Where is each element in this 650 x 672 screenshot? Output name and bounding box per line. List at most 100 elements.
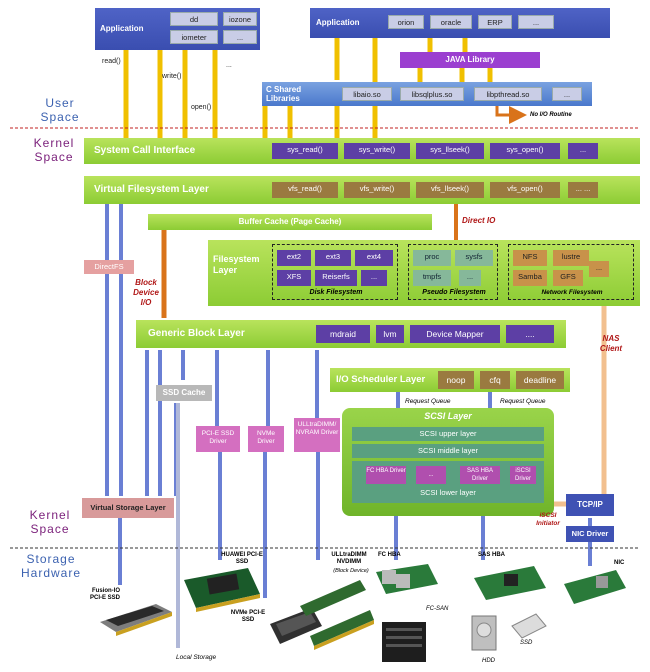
block-more: .... [506, 325, 554, 343]
fc-san-storage-image [382, 622, 426, 662]
scsi-middle-layer: SCSI middle layer [352, 444, 544, 458]
fc-hba-driver: FC HBA Driver [366, 466, 406, 484]
fs-pseudo-more: ... [459, 270, 481, 286]
iscsi-initiator-label: iSCSI Initiator [536, 512, 560, 527]
app-item-iozone: iozone [223, 12, 257, 26]
pcie-ssd-driver: PCI-E SSD Driver [196, 426, 240, 452]
disk-filesystem-group: ext2 ext3 ext4 XFS Reiserfs ... Disk Fil… [272, 244, 398, 300]
user-space-label: User Space [40, 96, 80, 124]
huawei-card-image [184, 568, 260, 612]
network-filesystem-group: NFS lustre Samba GFS ... Network Filesys… [508, 244, 634, 300]
lib-libpthread: libpthread.so [474, 87, 542, 101]
scsi-title: SCSI Layer [424, 411, 472, 421]
fusion-io-label: Fusion-IO PCI-E SSD [89, 588, 120, 601]
nic-label: NIC [614, 560, 625, 566]
virtual-storage-layer: Virtual Storage Layer [82, 498, 174, 518]
block-device-label: (Block Device) [333, 568, 369, 574]
io-scheduler-layer: I/O Scheduler Layer noop cfq deadline [330, 368, 570, 392]
vfs-open: vfs_open() [490, 182, 560, 198]
ulltradimm-image [300, 580, 374, 650]
system-call-interface: System Call Interface sys_read() sys_wri… [84, 138, 640, 164]
ssd-image [511, 613, 547, 639]
filesystem-title: Filesystem Layer [213, 254, 260, 275]
sys-write: sys_write() [344, 143, 410, 159]
scsi-lower-title: SCSI lower layer [420, 488, 476, 497]
c-shared-title: C Shared Libraries [266, 85, 302, 103]
huawei-label: HUAWEI PCI-E SSD [221, 552, 263, 565]
fs-ext4: ext4 [355, 250, 393, 266]
ulltradimm-driver: ULLtraDIMM/ NVRAM Driver [294, 418, 340, 452]
write-call-label: write() [162, 73, 182, 80]
sys-open: sys_open() [490, 143, 560, 159]
sas-hba-image [474, 566, 546, 600]
fs-proc: proc [413, 250, 451, 266]
generic-block-title: Generic Block Layer [148, 328, 245, 339]
scsi-lower-layer: FC HBA Driver ... SAS HBA Driver iSCSI D… [352, 461, 544, 503]
app-item-dd: dd [170, 12, 218, 26]
sas-hba-driver: SAS HBA Driver [460, 466, 500, 484]
fc-hba-image [376, 564, 438, 594]
ssd-cache-box: SSD Cache [156, 385, 212, 401]
filesystem-layer: Filesystem Layer ext2 ext3 ext4 XFS Reis… [208, 240, 640, 306]
direct-io-label: Direct IO [462, 216, 496, 225]
sched-noop: noop [438, 371, 474, 389]
tcpip-box: TCP/IP [566, 494, 614, 516]
block-device-mapper: Device Mapper [410, 325, 500, 343]
fs-samba: Samba [513, 270, 547, 286]
application-box-1: Application dd iozone iometer ... [95, 8, 260, 50]
buffer-cache: Buffer Cache (Page Cache) [148, 214, 432, 230]
application-title-2: Application [316, 18, 360, 27]
app-item-more: ... [223, 30, 257, 44]
lib-libaio: libaio.so [342, 87, 392, 101]
app-item-oracle: oracle [430, 15, 472, 29]
sched-cfq: cfq [480, 371, 510, 389]
fs-network-more: ... [589, 261, 609, 277]
vfs-read: vfs_read() [272, 182, 338, 198]
lib-libsqlplus: libsqlplus.so [400, 87, 464, 101]
fs-ext3: ext3 [315, 250, 351, 266]
nvme-driver: NVMe Driver [248, 426, 284, 452]
directfs-box: DirectFS [84, 260, 134, 274]
nic-card-image [564, 570, 626, 604]
fusion-io-card-image [100, 604, 172, 636]
app-item-orion: orion [388, 15, 424, 29]
io-scheduler-title: I/O Scheduler Layer [336, 374, 426, 385]
java-library: JAVA Library [400, 52, 540, 68]
network-filesystem-caption: Network Filesystem [541, 289, 603, 296]
fs-tmpfs: tmpfs [413, 270, 451, 286]
fs-reiserfs: Reiserfs [315, 270, 357, 286]
more-call-label: ... [226, 62, 232, 69]
iscsi-driver: iSCSI Driver [510, 466, 536, 484]
sys-llseek: sys_llseek() [416, 143, 484, 159]
fc-hba-label: FC HBA [378, 552, 401, 558]
block-lvm: lvm [376, 325, 404, 343]
hdd-label: HDD [482, 658, 495, 664]
request-queue-label: Request Queue [405, 398, 451, 405]
virtual-filesystem-layer: Virtual Filesystem Layer vfs_read() vfs_… [84, 176, 640, 204]
generic-block-layer: Generic Block Layer mdraid lvm Device Ma… [136, 320, 566, 348]
kernel-space-label-2: Kernel Space [29, 508, 71, 536]
nas-client-label: NAS Client [599, 334, 623, 353]
nvme-card-image [270, 608, 322, 644]
application-title: Application [100, 24, 144, 33]
block-mdraid: mdraid [316, 325, 370, 343]
app-item-more-2: ... [518, 15, 554, 29]
local-storage-label: Local Storage [176, 654, 217, 661]
read-call-label: read() [102, 58, 121, 65]
fs-sysfs: sysfs [455, 250, 493, 266]
fs-gfs: GFS [553, 270, 583, 286]
scsi-upper-layer: SCSI upper layer [352, 427, 544, 441]
fs-more: ... [361, 270, 387, 286]
vfs-more: ... ... [568, 182, 598, 198]
no-io-routine-label: No I/O Routine [530, 112, 572, 118]
fs-nfs: NFS [513, 250, 547, 266]
open-call-label: open() [191, 104, 212, 111]
nvme-card-label: NVMe PCI-E SSD [230, 610, 266, 623]
ulltradimm-label: ULLtraDIMM NVDIMM [331, 552, 367, 565]
fs-xfs: XFS [277, 270, 311, 286]
sys-more: ... [568, 143, 598, 159]
storage-hardware-label: Storage Hardware [20, 552, 82, 580]
pseudo-filesystem-caption: Pseudo Filesystem [422, 289, 486, 296]
fs-ext2: ext2 [277, 250, 311, 266]
hba-driver-more: ... [416, 466, 446, 484]
